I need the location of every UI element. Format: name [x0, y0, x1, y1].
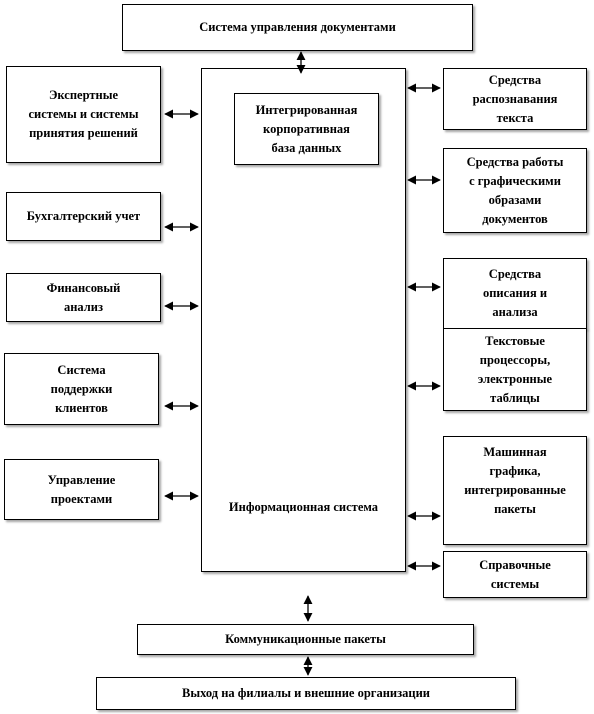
- communication-packages-box: Коммуникационные пакеты: [137, 624, 474, 655]
- external-exit-box: Выход на филиалы и внешние организации: [96, 677, 516, 710]
- machine-graphics-box: Машинная графика, интегрированные пакеты: [443, 436, 587, 545]
- client-support-label: Система поддержки клиентов: [50, 362, 113, 415]
- project-management-label: Управление проектами: [47, 472, 116, 506]
- external-exit-label: Выход на филиалы и внешние организации: [182, 686, 430, 700]
- graphic-documents-box: Средства работы с графическими образами …: [443, 148, 587, 233]
- communication-packages-label: Коммуникационные пакеты: [225, 632, 386, 646]
- expert-systems-box: Экспертные системы и системы принятия ре…: [6, 66, 161, 163]
- machine-graphics-label: Машинная графика, интегрированные пакеты: [464, 445, 566, 516]
- description-analysis-box: Средства описания и анализа: [443, 258, 587, 329]
- reference-systems-box: Справочные системы: [443, 551, 587, 598]
- description-analysis-label: Средства описания и анализа: [482, 267, 548, 319]
- text-processors-box: Текстовые процессоры, электронные таблиц…: [443, 328, 587, 411]
- text-recognition-label: Средства распознавания текста: [472, 72, 558, 125]
- document-management-system-label: Система управления документами: [199, 20, 396, 34]
- financial-analysis-label: Финансовый анализ: [46, 280, 121, 314]
- accounting-label: Бухгалтерский учет: [26, 209, 141, 223]
- document-management-system-box: Система управления документами: [122, 4, 473, 51]
- integrated-database-label: Интегрированная корпоративная база данны…: [255, 102, 358, 155]
- integrated-database-box: Интегрированная корпоративная база данны…: [234, 93, 379, 165]
- accounting-box: Бухгалтерский учет: [6, 192, 161, 241]
- information-system-label: Информационная система: [228, 500, 379, 514]
- project-management-box: Управление проектами: [4, 459, 159, 520]
- reference-systems-label: Справочные системы: [479, 557, 551, 591]
- text-recognition-box: Средства распознавания текста: [443, 68, 587, 130]
- expert-systems-label: Экспертные системы и системы принятия ре…: [28, 88, 139, 140]
- text-processors-label: Текстовые процессоры, электронные таблиц…: [477, 333, 553, 405]
- financial-analysis-box: Финансовый анализ: [6, 273, 161, 322]
- client-support-box: Система поддержки клиентов: [4, 353, 159, 425]
- graphic-documents-label: Средства работы с графическими образами …: [466, 154, 564, 226]
